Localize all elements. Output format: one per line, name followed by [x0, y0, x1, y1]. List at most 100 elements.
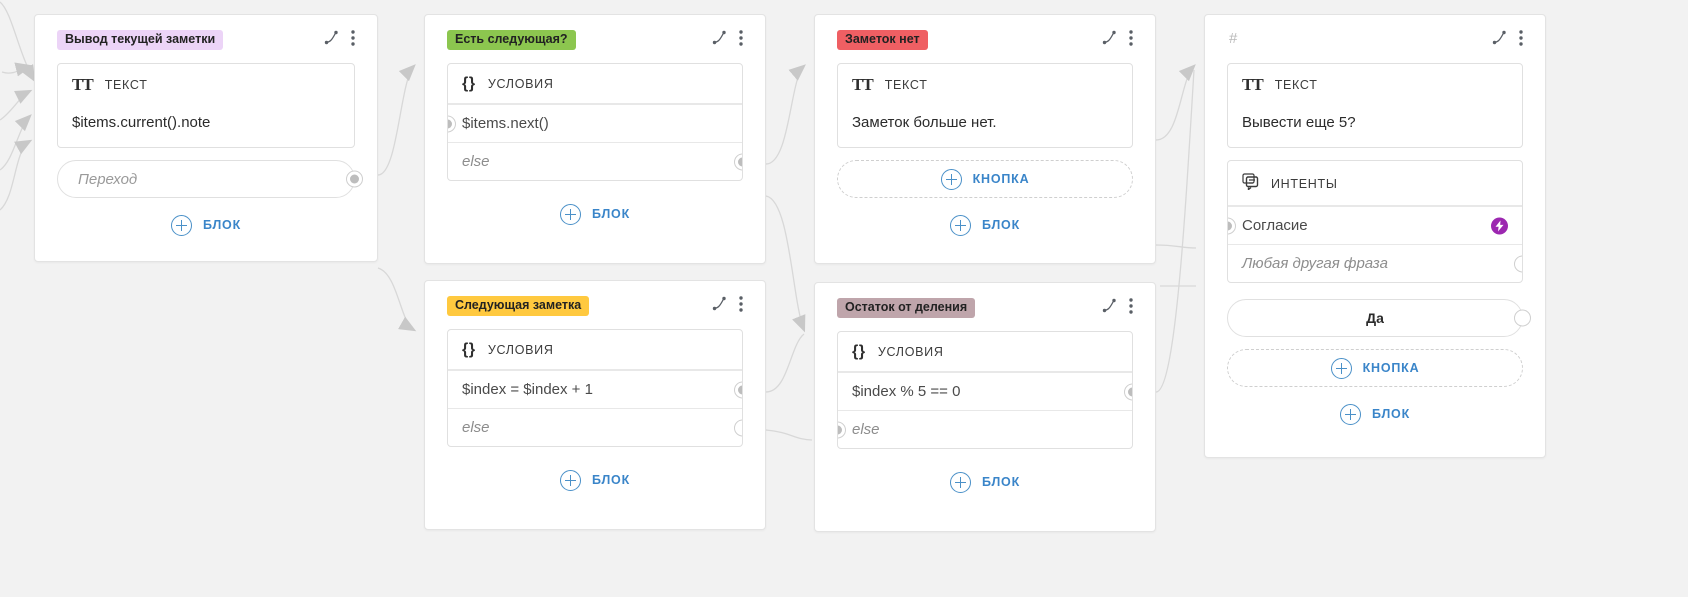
card-header: Следующая заметка	[447, 295, 743, 317]
transition-field[interactable]: Переход	[57, 160, 363, 198]
condition-output-port[interactable]	[734, 381, 742, 398]
block-type-label: ТЕКСТ	[884, 77, 928, 92]
condition-row[interactable]: $index = $index + 1	[448, 370, 742, 408]
condition-row-else[interactable]: else	[448, 142, 742, 180]
plus-icon	[950, 214, 971, 236]
add-button-button[interactable]: КНОПКА	[837, 160, 1133, 198]
more-vertical-icon[interactable]	[1129, 29, 1133, 51]
card-est-sleduyushchaya[interactable]: Есть следующая? {} УСЛОВИЯ $items.next()	[424, 14, 766, 264]
plus-icon	[171, 214, 192, 236]
card-title-badge[interactable]: Следующая заметка	[447, 295, 590, 317]
condition-block[interactable]: {} УСЛОВИЯ $items.next() else	[447, 63, 743, 181]
more-vertical-icon[interactable]	[1519, 29, 1523, 51]
card-ostatok-ot-deleniya[interactable]: Остаток от деления {} УСЛОВИЯ $index % 5…	[814, 282, 1156, 532]
condition-else-label: else	[852, 421, 880, 438]
add-block-button[interactable]: БЛОК	[57, 210, 355, 240]
add-block-button[interactable]: БЛОК	[1227, 399, 1523, 429]
condition-row[interactable]: $items.next()	[448, 104, 742, 142]
more-vertical-icon[interactable]	[739, 295, 743, 317]
add-block-label: БЛОК	[982, 218, 1020, 232]
condition-glyph-icon: {}	[462, 75, 476, 92]
card-title-badge[interactable]: #	[1229, 30, 1238, 48]
intent-input-port[interactable]	[1228, 217, 1236, 234]
block-type-label: ТЕКСТ	[1274, 77, 1318, 92]
connector-path-icon[interactable]	[324, 30, 339, 50]
plus-icon	[940, 168, 962, 190]
quick-reply-button[interactable]: Да	[1227, 299, 1531, 337]
transition-output-port[interactable]	[346, 170, 363, 188]
add-block-button[interactable]: БЛОК	[837, 210, 1133, 240]
text-block-content[interactable]: Заметок больше нет.	[852, 114, 997, 131]
condition-row-else[interactable]: else	[838, 410, 1132, 448]
add-block-button[interactable]: БЛОК	[837, 467, 1133, 497]
text-block-content[interactable]: $items.current().note	[72, 114, 211, 131]
card-zametok-net[interactable]: Заметок нет Tт ТЕКСТ Заметок больше нет.…	[814, 14, 1156, 264]
connector-path-icon[interactable]	[712, 296, 727, 316]
card-title-badge[interactable]: Остаток от деления	[837, 297, 976, 319]
intent-row[interactable]: Согласие	[1228, 206, 1522, 244]
speech-bubble-icon	[1242, 173, 1259, 194]
card-header: Остаток от деления	[837, 297, 1133, 319]
condition-else-label: else	[462, 153, 490, 170]
connector-path-icon[interactable]	[1102, 30, 1117, 50]
condition-else-label: else	[462, 419, 490, 436]
card-title-badge[interactable]: Заметок нет	[837, 29, 928, 51]
text-block[interactable]: Tт ТЕКСТ Заметок больше нет.	[837, 63, 1133, 148]
condition-expression: $index = $index + 1	[462, 381, 593, 398]
text-glyph-icon: Tт	[1242, 75, 1264, 94]
condition-output-port[interactable]	[1124, 383, 1132, 400]
condition-row-else[interactable]: else	[448, 408, 742, 446]
condition-block[interactable]: {} УСЛОВИЯ $index = $index + 1 else	[447, 329, 743, 447]
card-sleduyushchaya-zametka[interactable]: Следующая заметка {} УСЛОВИЯ $index = $i…	[424, 280, 766, 530]
text-block[interactable]: Tт ТЕКСТ $items.current().note	[57, 63, 355, 148]
text-block[interactable]: Tт ТЕКСТ Вывести еще 5?	[1227, 63, 1523, 148]
condition-else-output-port[interactable]	[734, 419, 742, 436]
condition-block[interactable]: {} УСЛОВИЯ $index % 5 == 0 else	[837, 331, 1133, 449]
block-type-label: УСЛОВИЯ	[487, 77, 554, 91]
add-button-label: КНОПКА	[1362, 361, 1420, 375]
more-vertical-icon[interactable]	[739, 29, 743, 51]
card-header: Вывод текущей заметки	[57, 29, 355, 51]
condition-expression: $items.next()	[462, 115, 549, 132]
add-block-label: БЛОК	[203, 218, 241, 232]
intent-name: Согласие	[1242, 217, 1308, 234]
connector-path-icon[interactable]	[1492, 30, 1507, 50]
add-block-button[interactable]: БЛОК	[447, 465, 743, 495]
intent-fallback-label: Любая другая фраза	[1242, 255, 1388, 272]
block-header: Tт ТЕКСТ	[58, 64, 354, 104]
block-type-label: ТЕКСТ	[104, 77, 148, 92]
text-block-content[interactable]: Вывести еще 5?	[1242, 114, 1356, 131]
block-type-label: УСЛОВИЯ	[877, 345, 944, 359]
condition-glyph-icon: {}	[852, 343, 866, 360]
add-block-label: БЛОК	[592, 207, 630, 221]
condition-glyph-icon: {}	[462, 341, 476, 358]
more-vertical-icon[interactable]	[1129, 297, 1133, 319]
card-hash[interactable]: # Tт ТЕКСТ Вывести еще 5?	[1204, 14, 1546, 458]
plus-icon	[560, 203, 581, 225]
intent-output-port[interactable]	[1514, 255, 1522, 272]
add-block-button[interactable]: БЛОК	[447, 199, 743, 229]
connector-path-icon[interactable]	[1102, 298, 1117, 318]
quick-reply-output-port[interactable]	[1514, 309, 1531, 327]
condition-row[interactable]: $index % 5 == 0	[838, 372, 1132, 410]
more-vertical-icon[interactable]	[351, 29, 355, 51]
block-header: {} УСЛОВИЯ	[838, 332, 1132, 372]
lightning-bolt-icon[interactable]	[1491, 217, 1508, 234]
card-vyvod-tekushchey-zametki[interactable]: Вывод текущей заметки Tт ТЕКСТ $items.cu…	[34, 14, 378, 262]
intent-row-fallback[interactable]: Любая другая фраза	[1228, 244, 1522, 282]
plus-icon	[1330, 357, 1352, 379]
card-title-badge[interactable]: Есть следующая?	[447, 29, 576, 51]
condition-output-port[interactable]	[734, 153, 742, 170]
card-header: Есть следующая?	[447, 29, 743, 51]
add-block-label: БЛОК	[592, 473, 630, 487]
intent-block[interactable]: ИНТЕНТЫ Согласие Любая другая фраза	[1227, 160, 1523, 283]
condition-input-port[interactable]	[448, 115, 456, 132]
condition-else-input-port[interactable]	[838, 421, 846, 438]
plus-icon	[560, 469, 581, 491]
add-button-button[interactable]: КНОПКА	[1227, 349, 1523, 387]
connector-path-icon[interactable]	[712, 30, 727, 50]
block-header: Tт ТЕКСТ	[838, 64, 1132, 104]
add-block-label: БЛОК	[1372, 407, 1410, 421]
card-title-badge[interactable]: Вывод текущей заметки	[57, 29, 224, 51]
